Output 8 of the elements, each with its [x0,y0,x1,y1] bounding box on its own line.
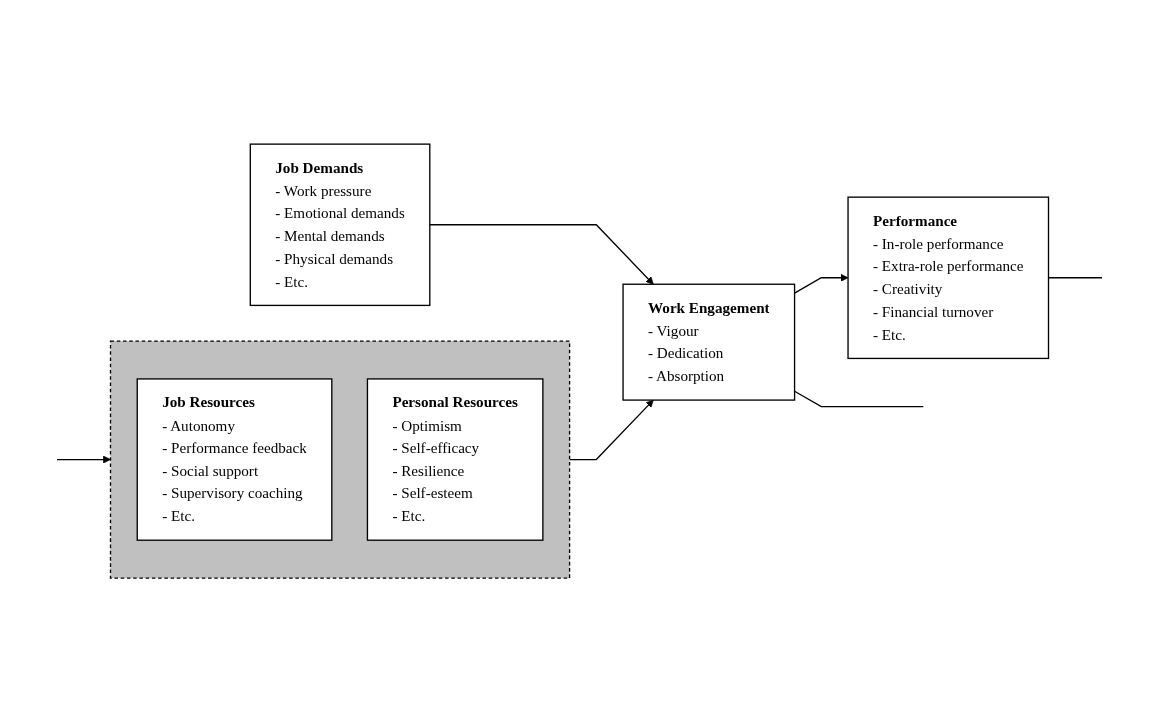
node-box: Performance - In-role performance - Extra-role performance - Creativity - Financial turnover - Etc. [847,196,1050,359]
node-box: Job Resources - Autonomy - Performance feedback - Social support - Supervisory coaching - Etc. [136,378,333,541]
node-box: Work Engagement - Vigour - Dedication - Absorption [622,283,796,401]
node-box: Job Demands - Work pressure - Emotional demands - Mental demands - Physical demands - Etc. [249,143,431,306]
arrow [56,455,111,464]
node-box: Personal Resources - Optimism - Self-efficacy - Resilience - Self-esteem - Etc. [366,378,544,541]
cluster [109,340,571,579]
arrow [429,224,654,285]
